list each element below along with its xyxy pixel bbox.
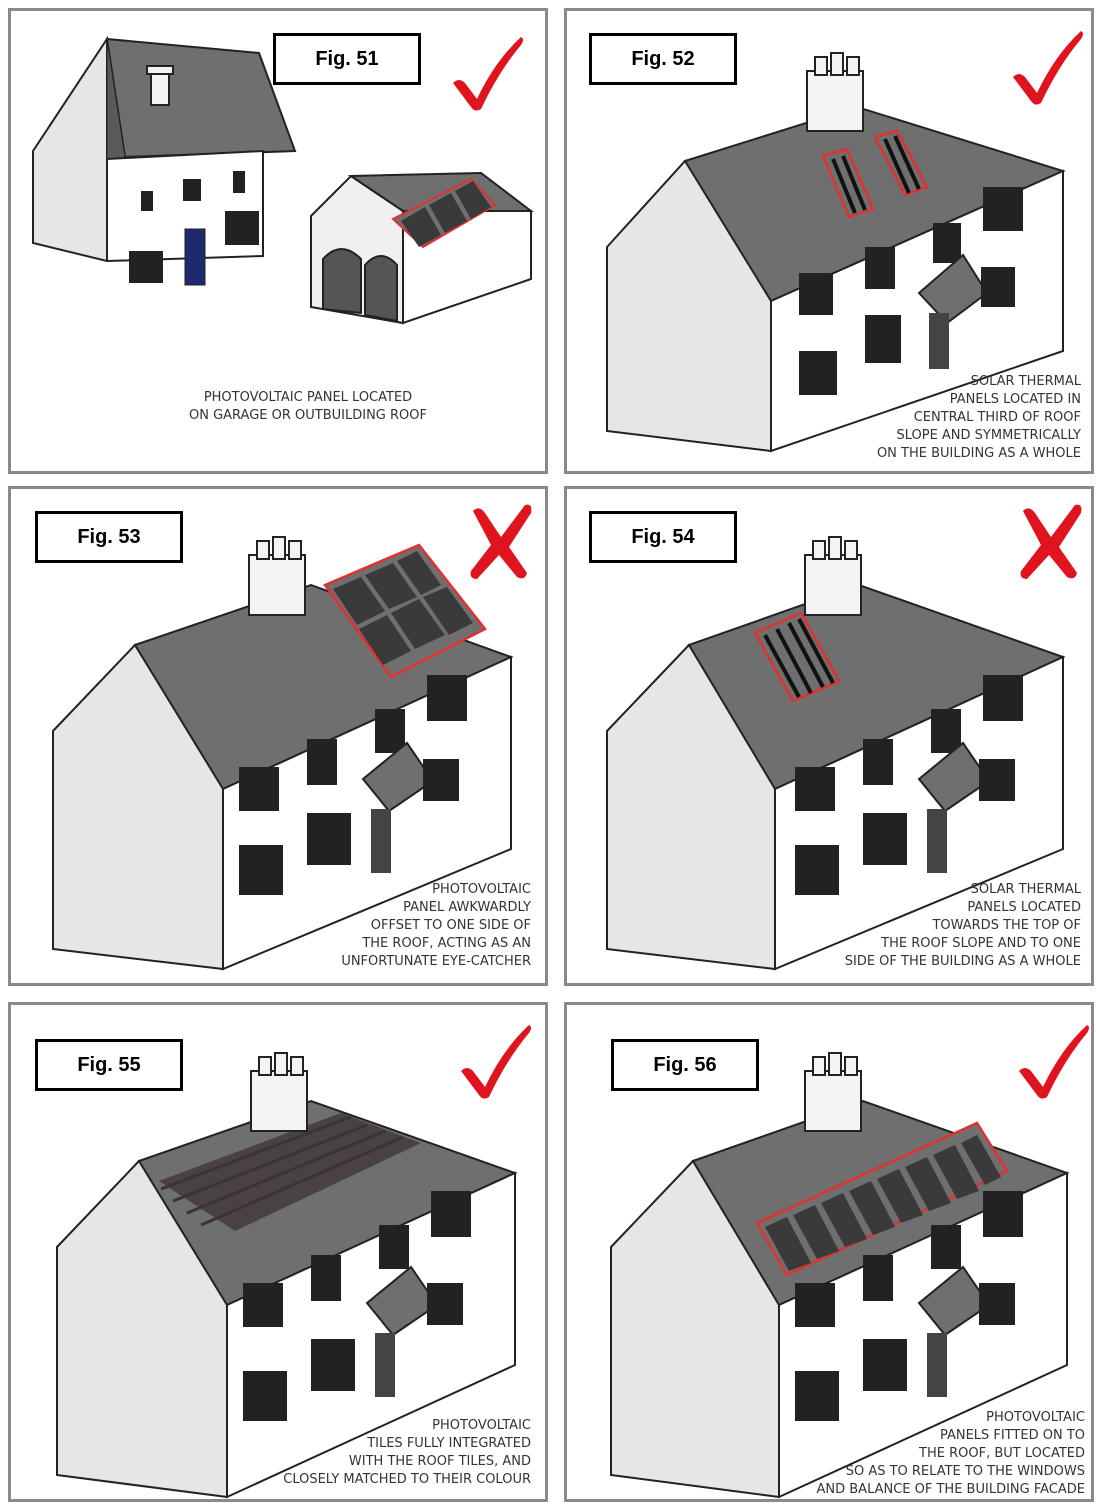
figure-label: Fig. 52: [589, 33, 737, 85]
caption-line: SOLAR THERMAL: [845, 881, 1081, 899]
caption-line: TOWARDS THE TOP OF: [845, 917, 1081, 935]
figure-label: Fig. 56: [611, 1039, 759, 1091]
figure-panel-56: Fig. 56 PHOTOVOLTAIC PANELS FITTED ON TO…: [564, 1002, 1094, 1502]
figure-panel-51: Fig. 51 PHOTOVOLTAIC PANEL LOCATED ON GA…: [8, 8, 548, 474]
caption-line: TILES FULLY INTEGRATED: [283, 1435, 531, 1453]
caption-line: PHOTOVOLTAIC: [341, 881, 531, 899]
caption-line: PANELS LOCATED: [845, 899, 1081, 917]
figure-label: Fig. 51: [273, 33, 421, 85]
caption-line: PANEL AWKWARDLY: [341, 899, 531, 917]
caption-line: PHOTOVOLTAIC: [817, 1409, 1086, 1427]
figure-caption: PHOTOVOLTAIC TILES FULLY INTEGRATED WITH…: [283, 1417, 531, 1489]
figure-caption: PHOTOVOLTAIC PANELS FITTED ON TO THE ROO…: [817, 1409, 1086, 1499]
figure-label: Fig. 55: [35, 1039, 183, 1091]
figure-panel-54: Fig. 54 SOLAR THERMAL PANELS LOCATED TOW…: [564, 486, 1094, 986]
checkmark-icon: [455, 1019, 535, 1101]
caption-line: UNFORTUNATE EYE-CATCHER: [341, 953, 531, 971]
figure-label: Fig. 53: [35, 511, 183, 563]
caption-line: WITH THE ROOF TILES, AND: [283, 1453, 531, 1471]
caption-line: ON THE BUILDING AS A WHOLE: [877, 445, 1081, 463]
caption-line: SIDE OF THE BUILDING AS A WHOLE: [845, 953, 1081, 971]
cross-icon: [463, 501, 537, 581]
caption-line: SLOPE AND SYMMETRICALLY: [877, 427, 1081, 445]
figure-caption: PHOTOVOLTAIC PANEL AWKWARDLY OFFSET TO O…: [341, 881, 531, 971]
figure-panel-55: Fig. 55 PHOTOVOLTAIC TILES FULLY INTEGRA…: [8, 1002, 548, 1502]
caption-line: PHOTOVOLTAIC PANEL LOCATED: [189, 389, 427, 407]
caption-line: OFFSET TO ONE SIDE OF: [341, 917, 531, 935]
figure-caption: SOLAR THERMAL PANELS LOCATED TOWARDS THE…: [845, 881, 1081, 971]
caption-line: PHOTOVOLTAIC: [283, 1417, 531, 1435]
caption-line: PANELS LOCATED IN: [877, 391, 1081, 409]
caption-line: ON GARAGE OR OUTBUILDING ROOF: [189, 407, 427, 425]
caption-line: SO AS TO RELATE TO THE WINDOWS: [817, 1463, 1086, 1481]
checkmark-icon: [1007, 25, 1087, 107]
figure-panel-53: Fig. 53 PHOTOVOLTAIC PANEL AWKWARDLY OFF…: [8, 486, 548, 986]
figure-label: Fig. 54: [589, 511, 737, 563]
caption-line: THE ROOF, ACTING AS AN: [341, 935, 531, 953]
figure-caption: PHOTOVOLTAIC PANEL LOCATED ON GARAGE OR …: [189, 389, 427, 425]
cross-icon: [1013, 501, 1087, 581]
caption-line: SOLAR THERMAL: [877, 373, 1081, 391]
caption-line: CLOSELY MATCHED TO THEIR COLOUR: [283, 1471, 531, 1489]
checkmark-icon: [1013, 1019, 1093, 1101]
caption-line: THE ROOF, BUT LOCATED: [817, 1445, 1086, 1463]
figure-caption: SOLAR THERMAL PANELS LOCATED IN CENTRAL …: [877, 373, 1081, 463]
caption-line: AND BALANCE OF THE BUILDING FACADE: [817, 1481, 1086, 1499]
figure-panel-52: Fig. 52 SOLAR THERMAL PANELS LOCATED IN …: [564, 8, 1094, 474]
caption-line: CENTRAL THIRD OF ROOF: [877, 409, 1081, 427]
caption-line: THE ROOF SLOPE AND TO ONE: [845, 935, 1081, 953]
caption-line: PANELS FITTED ON TO: [817, 1427, 1086, 1445]
checkmark-icon: [447, 31, 527, 113]
